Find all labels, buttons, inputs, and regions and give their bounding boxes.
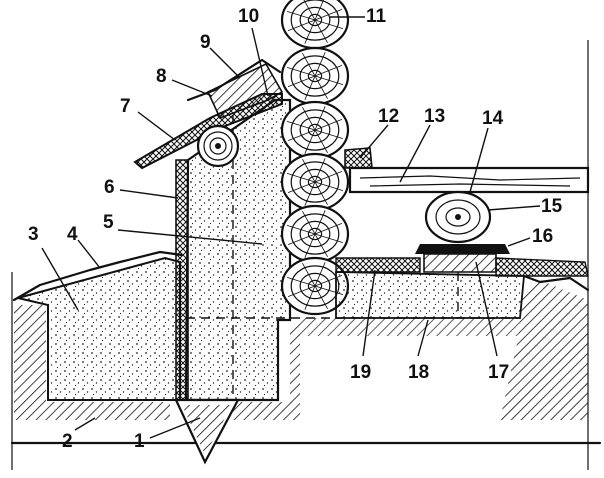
wall-log — [280, 46, 350, 106]
leader-8 — [171, 79, 213, 97]
callout-19: 19 — [350, 362, 371, 383]
leader-6 — [119, 189, 179, 199]
support-log — [424, 190, 492, 244]
callout-12: 12 — [378, 106, 399, 127]
callout-11: 11 — [366, 6, 387, 27]
waterproofing-layer — [175, 159, 189, 401]
leader-15 — [487, 205, 541, 211]
callout-6: 6 — [104, 177, 115, 198]
callout-15: 15 — [541, 196, 563, 217]
callout-2: 2 — [62, 431, 73, 452]
leader-3 — [41, 247, 79, 311]
floor-board — [348, 166, 590, 194]
leader-7 — [137, 111, 176, 141]
callout-16: 16 — [532, 226, 553, 247]
ground-hatch-left — [14, 305, 170, 420]
callout-4: 4 — [67, 224, 78, 245]
leader-16 — [507, 237, 531, 247]
wall-log — [280, 256, 350, 316]
floor-board-grain — [359, 175, 581, 187]
ground-hatch-right — [290, 280, 588, 420]
leader-1 — [149, 417, 201, 439]
wall-log — [280, 100, 350, 160]
blind-area — [12, 250, 184, 302]
callout-17: 17 — [488, 362, 509, 383]
callout-7: 7 — [120, 96, 131, 117]
callout-14: 14 — [482, 108, 504, 129]
ground-hatch-under-footing — [230, 402, 300, 420]
leader-18 — [417, 319, 429, 357]
support-block — [423, 253, 497, 273]
leader-2 — [74, 417, 96, 431]
wall-log — [280, 0, 350, 50]
joist-bracket — [344, 147, 373, 169]
leader-17 — [475, 261, 498, 357]
sand-underfloor — [335, 271, 525, 319]
leader-4 — [77, 239, 101, 269]
flashing-top — [186, 58, 282, 102]
callout-8: 8 — [156, 66, 167, 87]
leader-10 — [251, 27, 269, 97]
callout-18: 18 — [408, 362, 429, 383]
callout-3: 3 — [28, 224, 39, 245]
wall-log — [280, 204, 350, 264]
callout-13: 13 — [424, 106, 445, 127]
callout-1: 1 — [134, 431, 145, 452]
drainage-hatch — [182, 405, 232, 455]
sill-log — [196, 124, 240, 168]
gravel-layer — [335, 257, 589, 277]
log-wall — [280, 0, 350, 316]
leader-5 — [117, 229, 263, 245]
leader-19 — [362, 269, 376, 357]
ground-hatch-floor — [300, 318, 520, 336]
leader-13 — [399, 124, 431, 183]
leader-lines — [41, 16, 541, 439]
callout-5: 5 — [103, 212, 114, 233]
callout-9: 9 — [200, 32, 211, 53]
leader-14 — [469, 127, 489, 193]
leader-12 — [359, 124, 389, 159]
leader-9 — [209, 47, 241, 79]
support-pad — [415, 244, 510, 254]
callout-10: 10 — [238, 6, 259, 27]
wall-log — [280, 152, 350, 212]
soil-slope-right — [522, 274, 590, 292]
